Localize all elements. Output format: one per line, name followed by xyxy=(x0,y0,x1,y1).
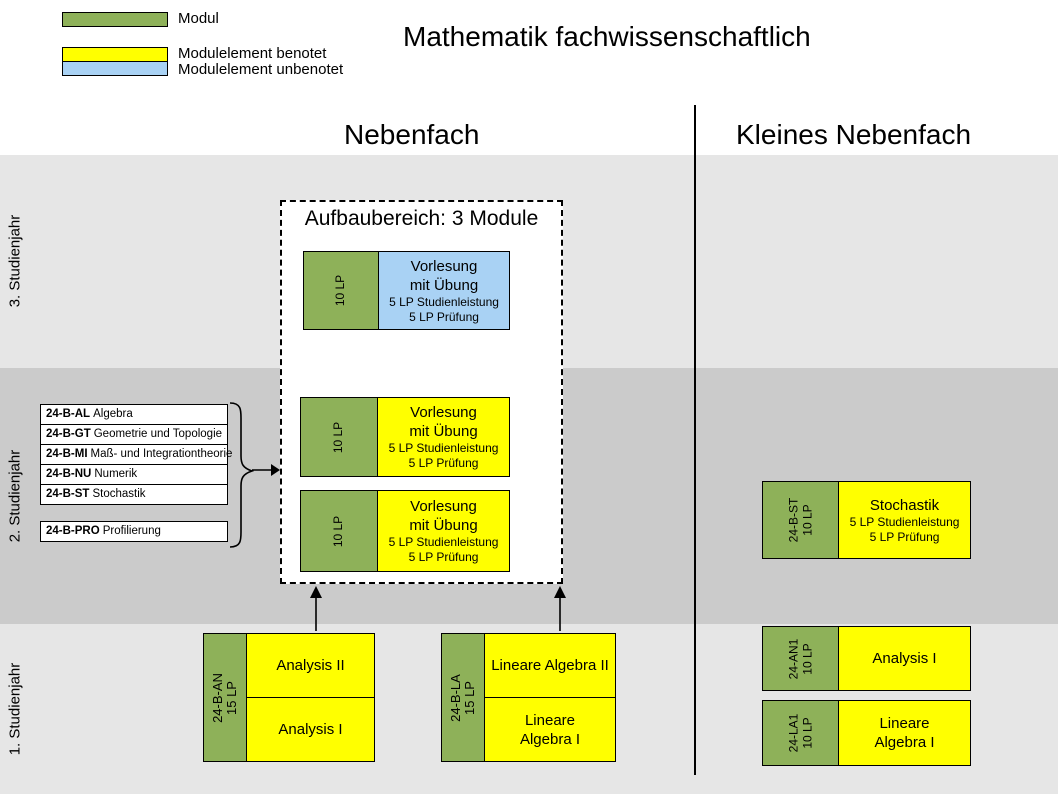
column-header-kleines-nebenfach: Kleines Nebenfach xyxy=(736,119,972,150)
elective-name: Geometrie und Topologie xyxy=(93,428,223,440)
elective-name: Stochastik xyxy=(92,488,146,500)
arrow-up-icon xyxy=(554,586,566,631)
module-code: 24-B-AN xyxy=(210,672,226,723)
element-line2: mit Übung xyxy=(409,423,478,440)
element-lineare-algebra-1: Lineare Algebra I xyxy=(485,698,615,761)
module-element-unbenotet: Vorlesung mit Übung 5 LP Studienleistung… xyxy=(379,252,509,329)
module-elements: Lineare Algebra II Lineare Algebra I xyxy=(485,634,615,761)
module-lp: 10 LP xyxy=(800,642,815,675)
module-lp-label: 10 LP xyxy=(331,515,346,547)
year-label-2: 2. Studienjahr xyxy=(6,449,24,543)
year-label-1: 1. Studienjahr xyxy=(6,662,24,756)
elective-name: Algebra xyxy=(93,408,133,420)
element-analysis-1: Analysis I xyxy=(247,698,374,761)
aufbau-module-unbenotet: 10 LP Vorlesung mit Übung 5 LP Studienle… xyxy=(303,251,510,330)
elective-name: Maß- und Integrationtheorie xyxy=(90,448,233,460)
module-element-benotet: Vorlesung mit Übung 5 LP Studienleistung… xyxy=(378,491,509,571)
module-code: 24-AN1 xyxy=(786,638,801,679)
year-label-3: 3. Studienjahr xyxy=(6,214,24,308)
element-sub1: 5 LP Studienleistung xyxy=(389,294,499,309)
element-sub1: 5 LP Studienleistung xyxy=(388,441,499,455)
module-code-cell: 24-AN1 10 LP xyxy=(763,627,839,690)
module-24-b-la: 24-B-LA 15 LP Lineare Algebra II Lineare… xyxy=(441,633,616,762)
module-24-an1: 24-AN1 10 LP Analysis I xyxy=(762,626,971,691)
elective-code: 24-B-MI xyxy=(46,448,88,460)
element-analysis-2: Analysis II xyxy=(247,634,374,698)
module-24-b-st: 24-B-ST 10 LP Stochastik 5 LP Studienlei… xyxy=(762,481,971,559)
module-code-cell: 24-B-AN 15 LP xyxy=(204,634,247,761)
element-analysis-1: Analysis I xyxy=(839,627,970,690)
module-lp-label: 10 LP xyxy=(331,421,346,453)
legend-swatch-benotet xyxy=(62,47,168,62)
module-lp: 15 LP xyxy=(224,680,240,715)
aufbau-module-benotet-2: 10 LP Vorlesung mit Übung 5 LP Studienle… xyxy=(300,490,510,572)
element-sub2: 5 LP Prüfung xyxy=(409,309,479,324)
module-code-cell: 24-B-ST 10 LP xyxy=(763,482,839,558)
element-lineare-algebra-2: Lineare Algebra II xyxy=(485,634,615,698)
column-header-nebenfach: Nebenfach xyxy=(344,119,480,150)
element-sub1: 5 LP Studienleistung xyxy=(849,514,960,529)
element-sub2: 5 LP Prüfung xyxy=(408,550,479,564)
page-title: Mathematik fachwissenschaftlich xyxy=(403,21,811,52)
module-element-stochastik: Stochastik 5 LP Studienleistung 5 LP Prü… xyxy=(839,482,970,558)
module-code: 24-LA1 xyxy=(786,713,801,753)
element-name: Stochastik xyxy=(869,496,940,514)
module-element-benotet: Vorlesung mit Übung 5 LP Studienleistung… xyxy=(378,398,509,476)
element-sub2: 5 LP Prüfung xyxy=(869,529,940,544)
module-lp-cell: 10 LP xyxy=(301,398,378,476)
module-lp-cell: 10 LP xyxy=(301,491,378,571)
legend-label-modul: Modul xyxy=(178,10,219,27)
element-lineare-algebra-1: Lineare Algebra I xyxy=(839,701,970,765)
module-code-cell: 24-LA1 10 LP xyxy=(763,701,839,765)
element-line1: Vorlesung xyxy=(410,498,477,515)
module-lp-cell: 10 LP xyxy=(304,252,379,329)
element-line2: mit Übung xyxy=(409,276,479,294)
arrow-right-icon xyxy=(252,464,280,476)
element-line2: mit Übung xyxy=(409,517,478,534)
brace-icon xyxy=(229,402,254,548)
elective-name: Profilierung xyxy=(102,525,161,537)
element-sub1: 5 LP Studienleistung xyxy=(388,535,499,549)
elective-code: 24-B-AL xyxy=(46,408,91,420)
legend-label-unbenotet: Modulelement unbenotet xyxy=(178,61,344,78)
element-sub2: 5 LP Prüfung xyxy=(408,456,479,470)
legend-swatch-modul xyxy=(62,12,168,27)
module-24-la1: 24-LA1 10 LP Lineare Algebra I xyxy=(762,700,971,766)
module-lp: 10 LP xyxy=(800,717,815,749)
module-lp: 15 LP xyxy=(462,680,478,715)
elective-code: 24-B-ST xyxy=(46,488,90,500)
arrow-up-icon xyxy=(310,586,322,631)
column-divider-line xyxy=(694,105,696,775)
module-lp-label: 10 LP xyxy=(333,274,348,307)
module-code: 24-B-ST xyxy=(786,497,801,543)
element-line1: Vorlesung xyxy=(410,257,478,275)
elective-code: 24-B-NU xyxy=(46,468,92,480)
elective-name: Numerik xyxy=(94,468,138,480)
legend-label-benotet: Modulelement benotet xyxy=(178,45,327,62)
elective-code: 24-B-PRO xyxy=(46,525,100,537)
aufbaubereich-title: Aufbaubereich: 3 Module xyxy=(304,207,539,230)
module-elements: Analysis II Analysis I xyxy=(247,634,374,761)
module-24-b-an: 24-B-AN 15 LP Analysis II Analysis I xyxy=(203,633,375,762)
module-lp: 10 LP xyxy=(800,504,815,536)
legend-swatch-unbenotet xyxy=(62,61,168,76)
element-line1: Vorlesung xyxy=(410,404,477,421)
aufbau-module-benotet-1: 10 LP Vorlesung mit Übung 5 LP Studienle… xyxy=(300,397,510,477)
elective-code: 24-B-GT xyxy=(46,428,91,440)
module-code-cell: 24-B-LA 15 LP xyxy=(442,634,485,761)
